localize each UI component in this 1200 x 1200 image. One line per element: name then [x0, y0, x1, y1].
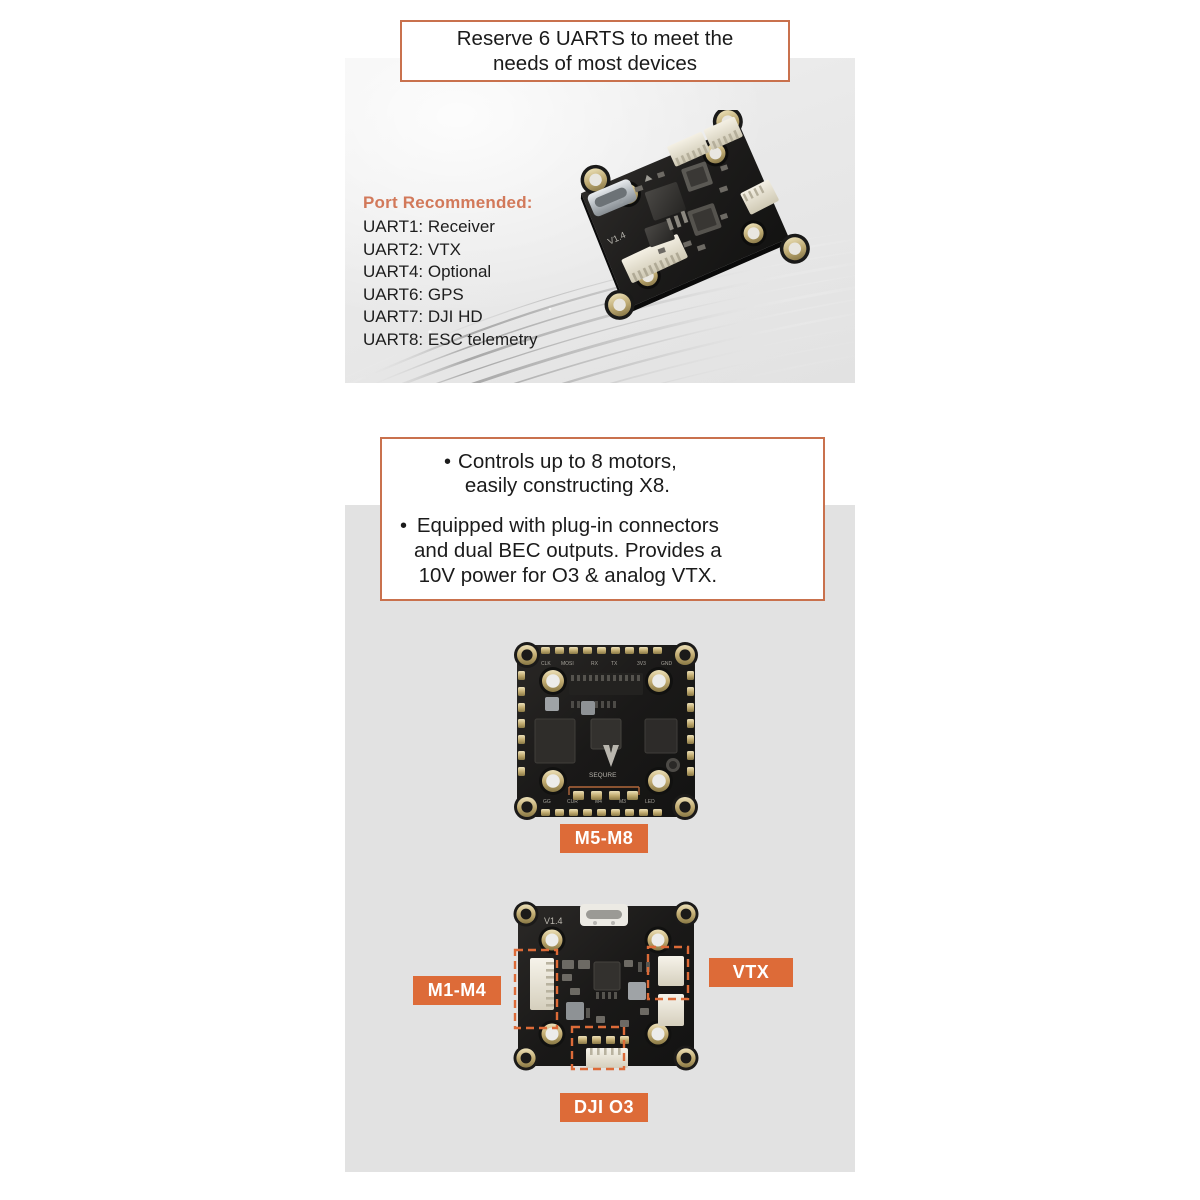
feature-motors-line1: Controls up to 8 motors,: [458, 449, 677, 473]
feature-item-motors: • Controls up to 8 motors, easily constr…: [444, 450, 809, 500]
connector-highlight-overlay: [513, 945, 690, 1071]
flight-controller-board-angled: V1.4: [540, 110, 825, 335]
badge-m5-m8: M5-M8: [560, 824, 648, 853]
port-item-uart1: UART1: Receiver: [363, 217, 495, 236]
svg-text:TX: TX: [611, 661, 618, 667]
svg-text:MOSI: MOSI: [561, 661, 574, 667]
svg-text:M4: M4: [595, 799, 602, 805]
flight-controller-board-bottom-view: V1.4: [500, 890, 712, 1082]
wire-bundle-background: [345, 230, 855, 383]
flight-controller-board-top-view: SEQURE CLK MOSI RX TX 3V3 GND GG CUR M4 M3 LE…: [505, 635, 707, 827]
svg-text:GND: GND: [661, 661, 673, 667]
callout-uarts-line1: Reserve 6 UARTS to meet the: [456, 27, 734, 50]
feature-connectors-line1: Equipped with plug-in connectors: [416, 514, 719, 538]
badge-dji-o3: DJI O3: [560, 1093, 648, 1122]
feature-connectors-line3: 10V power for O3 & analog VTX.: [418, 563, 718, 587]
svg-text:GG: GG: [543, 799, 551, 805]
port-item-uart8: UART8: ESC telemetry: [363, 330, 538, 350]
svg-text:M3: M3: [619, 799, 626, 805]
svg-text:CUR: CUR: [567, 799, 578, 805]
svg-text:LED: LED: [645, 799, 655, 805]
port-item-uart4: UART4: Optional: [363, 262, 492, 282]
board-logo-text: SEQURE: [589, 772, 617, 779]
highlight-m1-m4: [513, 948, 559, 1030]
port-item-uart7: UART7: DJI HD: [363, 307, 483, 327]
port-recommendation-block: Port Recommended: UART1: Receiver UART2:…: [363, 193, 537, 352]
badge-vtx: VTX: [709, 958, 793, 987]
bullet-icon: •: [444, 450, 452, 473]
bullet-icon: •: [400, 515, 408, 538]
feature-item-connectors: • Equipped with plug-in connectors and d…: [400, 514, 809, 588]
highlight-dji-o3: [570, 1025, 626, 1071]
badge-m1-m4: M1-M4: [413, 976, 501, 1005]
port-item-uart2: UART2: VTX: [363, 239, 461, 259]
callout-uarts-line2: needs of most devices: [493, 52, 697, 75]
port-recommended-title: Port Recommended:: [363, 193, 533, 212]
svg-text:CLK: CLK: [541, 661, 551, 667]
feature-motors-line2: easily constructing X8.: [464, 474, 670, 498]
port-item-uart6: UART6: GPS: [363, 284, 464, 304]
highlight-vtx: [646, 945, 690, 1001]
feature-connectors-line2: and dual BEC outputs. Provides a: [414, 538, 722, 562]
callout-features: • Controls up to 8 motors, easily constr…: [380, 437, 830, 606]
svg-text:3V3: 3V3: [637, 661, 646, 667]
board-version-text: V1.4: [544, 916, 563, 926]
callout-uarts: Reserve 6 UARTS to meet the needs of mos…: [400, 20, 795, 87]
svg-text:RX: RX: [591, 661, 599, 667]
